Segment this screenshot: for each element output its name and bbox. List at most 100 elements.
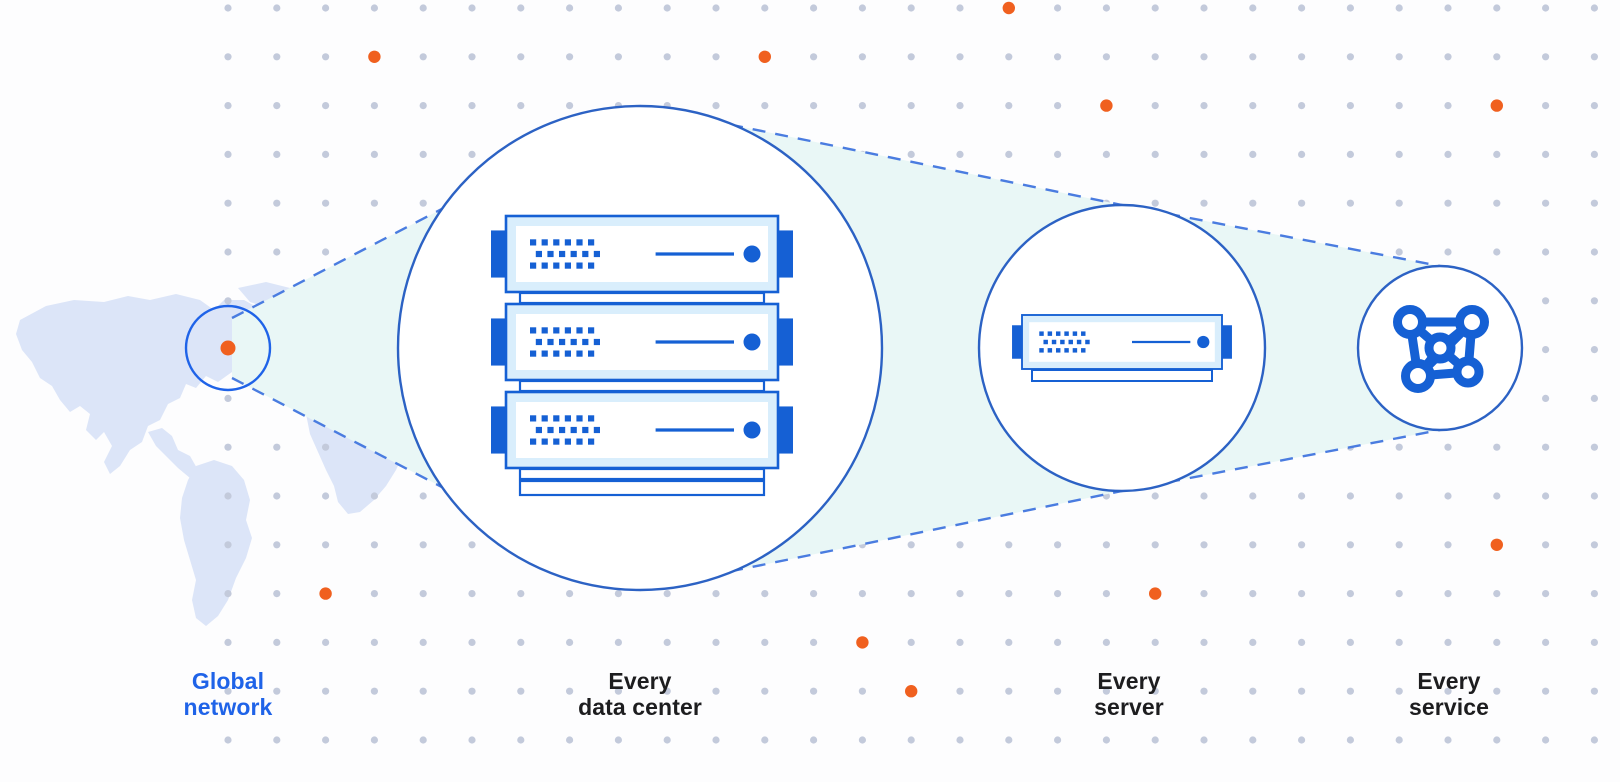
server-vent-dot bbox=[1051, 339, 1057, 345]
grid-dot bbox=[956, 4, 964, 12]
server-unit bbox=[491, 302, 793, 382]
server-vent-dot bbox=[530, 350, 537, 357]
server-vent-dot bbox=[1081, 331, 1086, 336]
grid-dot bbox=[858, 4, 867, 12]
grid-dot bbox=[224, 53, 232, 61]
grid-dot bbox=[1542, 638, 1550, 647]
server-vent-dot bbox=[582, 338, 589, 346]
grid-dot bbox=[273, 443, 281, 451]
server-rack-icon bbox=[491, 214, 793, 497]
grid-dot bbox=[322, 736, 330, 744]
grid-dot bbox=[370, 199, 378, 207]
server-vent-dot bbox=[1039, 348, 1044, 353]
label-line-1: Global bbox=[191, 668, 265, 694]
grid-dot bbox=[1493, 590, 1501, 598]
server-vent-dot bbox=[576, 239, 583, 246]
grid-dot bbox=[224, 394, 232, 402]
grid-dot bbox=[810, 638, 818, 647]
server-vent-dot bbox=[541, 350, 548, 357]
grid-dot bbox=[1054, 150, 1062, 158]
server-vent-dot bbox=[553, 239, 560, 246]
server-vent-dot bbox=[547, 338, 554, 346]
grid-dot bbox=[1200, 150, 1208, 158]
grid-dot bbox=[224, 736, 232, 744]
server-vent-dot bbox=[553, 262, 560, 269]
grid-dot bbox=[1249, 4, 1257, 12]
grid-dot bbox=[663, 736, 671, 744]
grid-dot bbox=[1151, 4, 1159, 12]
grid-dot bbox=[761, 4, 769, 12]
grid-dot bbox=[517, 4, 525, 12]
server-vent-dot bbox=[1068, 339, 1073, 345]
grid-dot bbox=[419, 492, 427, 500]
server-vent-dot bbox=[564, 438, 571, 445]
grid-dot-highlight bbox=[1490, 538, 1504, 551]
server-vent-dot bbox=[593, 426, 600, 434]
stage-circle-global-network[interactable] bbox=[184, 304, 272, 392]
grid-dot bbox=[956, 736, 964, 744]
grid-dot bbox=[224, 199, 232, 207]
grid-dot bbox=[1249, 541, 1257, 549]
grid-dot bbox=[907, 150, 915, 158]
grid-dot bbox=[1395, 590, 1403, 598]
grid-dot bbox=[1395, 638, 1403, 647]
server-unit bbox=[491, 214, 793, 294]
grid-dot bbox=[1590, 541, 1598, 549]
server-status-led bbox=[743, 333, 761, 351]
grid-dot bbox=[1102, 150, 1110, 158]
server-vent-dot bbox=[530, 262, 537, 269]
grid-dot bbox=[907, 541, 915, 549]
grid-dot bbox=[1249, 590, 1257, 598]
grid-dot bbox=[1200, 687, 1208, 695]
server-vent-dot bbox=[541, 438, 548, 445]
grid-dot bbox=[1444, 150, 1452, 158]
grid-dot bbox=[370, 102, 378, 110]
server-vent-dot bbox=[588, 239, 595, 246]
grid-dot bbox=[761, 638, 769, 647]
server-vent-dot bbox=[576, 415, 583, 422]
grid-dot bbox=[419, 4, 427, 12]
grid-dot bbox=[614, 736, 623, 744]
grid-dot bbox=[1200, 102, 1208, 110]
grid-dot bbox=[273, 590, 281, 598]
server-status-led bbox=[743, 245, 761, 263]
grid-dot bbox=[1151, 150, 1159, 158]
grid-dot bbox=[322, 638, 330, 647]
grid-dot bbox=[1200, 53, 1208, 61]
grid-dot bbox=[907, 736, 915, 744]
grid-dot bbox=[810, 102, 818, 110]
grid-dot bbox=[273, 736, 281, 744]
grid-dot bbox=[1542, 346, 1550, 354]
grid-dot bbox=[1249, 736, 1257, 744]
grid-dot bbox=[1493, 443, 1501, 451]
grid-dot bbox=[1151, 541, 1159, 549]
grid-dot bbox=[273, 687, 281, 695]
grid-dot bbox=[810, 590, 818, 598]
server-vent-dot bbox=[582, 426, 589, 434]
grid-dot bbox=[1200, 4, 1208, 12]
grid-dot bbox=[1444, 102, 1452, 110]
grid-dot bbox=[1346, 687, 1354, 695]
server-vent-dot bbox=[530, 438, 537, 445]
grid-dot bbox=[224, 102, 232, 110]
grid-dot bbox=[1395, 687, 1403, 695]
grid-dot bbox=[907, 53, 915, 61]
grid-dot bbox=[1249, 687, 1257, 695]
grid-dot bbox=[468, 590, 476, 598]
grid-dot bbox=[907, 4, 915, 12]
server-unit-tab-left bbox=[491, 230, 509, 278]
server-vent-dot bbox=[576, 350, 583, 357]
server-vent-dot bbox=[1047, 348, 1053, 353]
server-vent-dot bbox=[541, 239, 548, 246]
grid-dot bbox=[1298, 638, 1306, 647]
server-unit bbox=[1012, 314, 1232, 370]
grid-dot bbox=[1493, 492, 1501, 500]
grid-dot bbox=[1590, 297, 1598, 305]
grid-dot bbox=[1542, 541, 1550, 549]
grid-dot bbox=[370, 590, 378, 598]
grid-dot bbox=[1200, 590, 1208, 598]
grid-dot bbox=[224, 4, 232, 12]
